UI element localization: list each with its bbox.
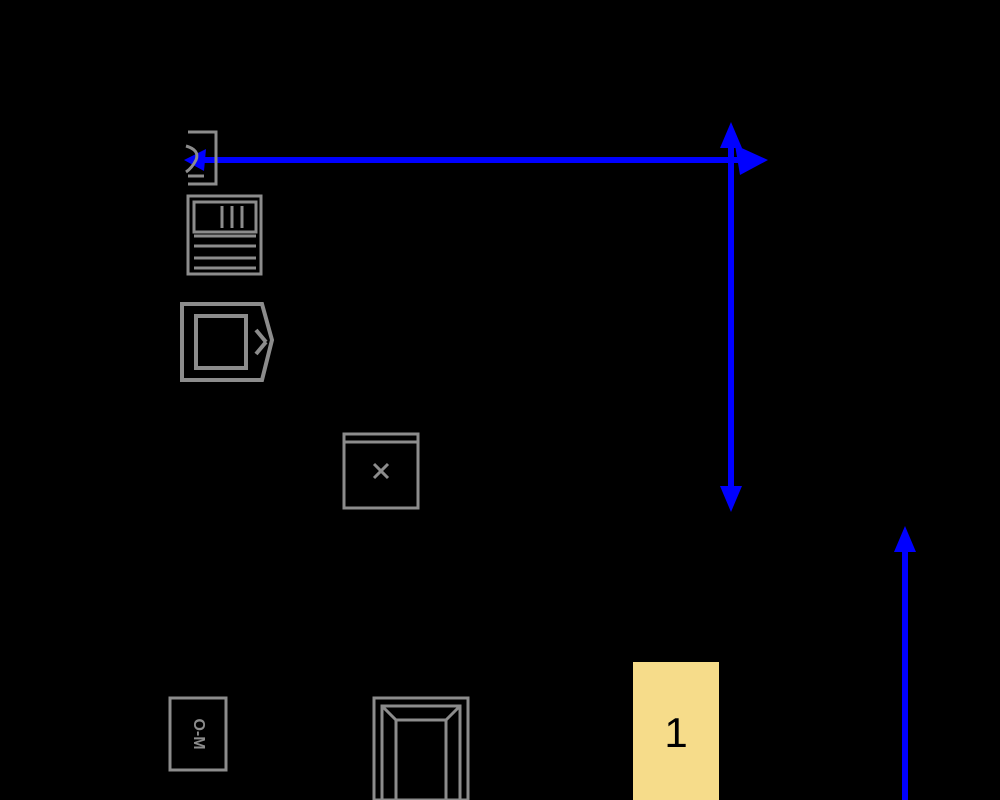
right-dimension-line <box>894 526 916 800</box>
door-frame-icon <box>372 696 470 800</box>
arrowhead-up-icon <box>720 122 742 148</box>
control-panel-icon <box>186 194 263 276</box>
monitor-cabinet-icon <box>180 302 275 382</box>
room-tag: 1 <box>633 662 719 800</box>
wall-tag-label: O-M <box>190 718 207 749</box>
arrowhead-up-icon <box>894 526 916 552</box>
wall-device-icon: O-M <box>168 696 228 772</box>
arrowhead-down-icon <box>720 486 742 512</box>
room-tag-box <box>633 662 719 800</box>
vertical-dimension-line <box>720 122 742 512</box>
corner-fixture-icon <box>185 130 218 186</box>
room-number: 1 <box>664 709 687 756</box>
x-box-icon <box>342 432 420 510</box>
arrowhead-right-icon <box>735 145 768 175</box>
